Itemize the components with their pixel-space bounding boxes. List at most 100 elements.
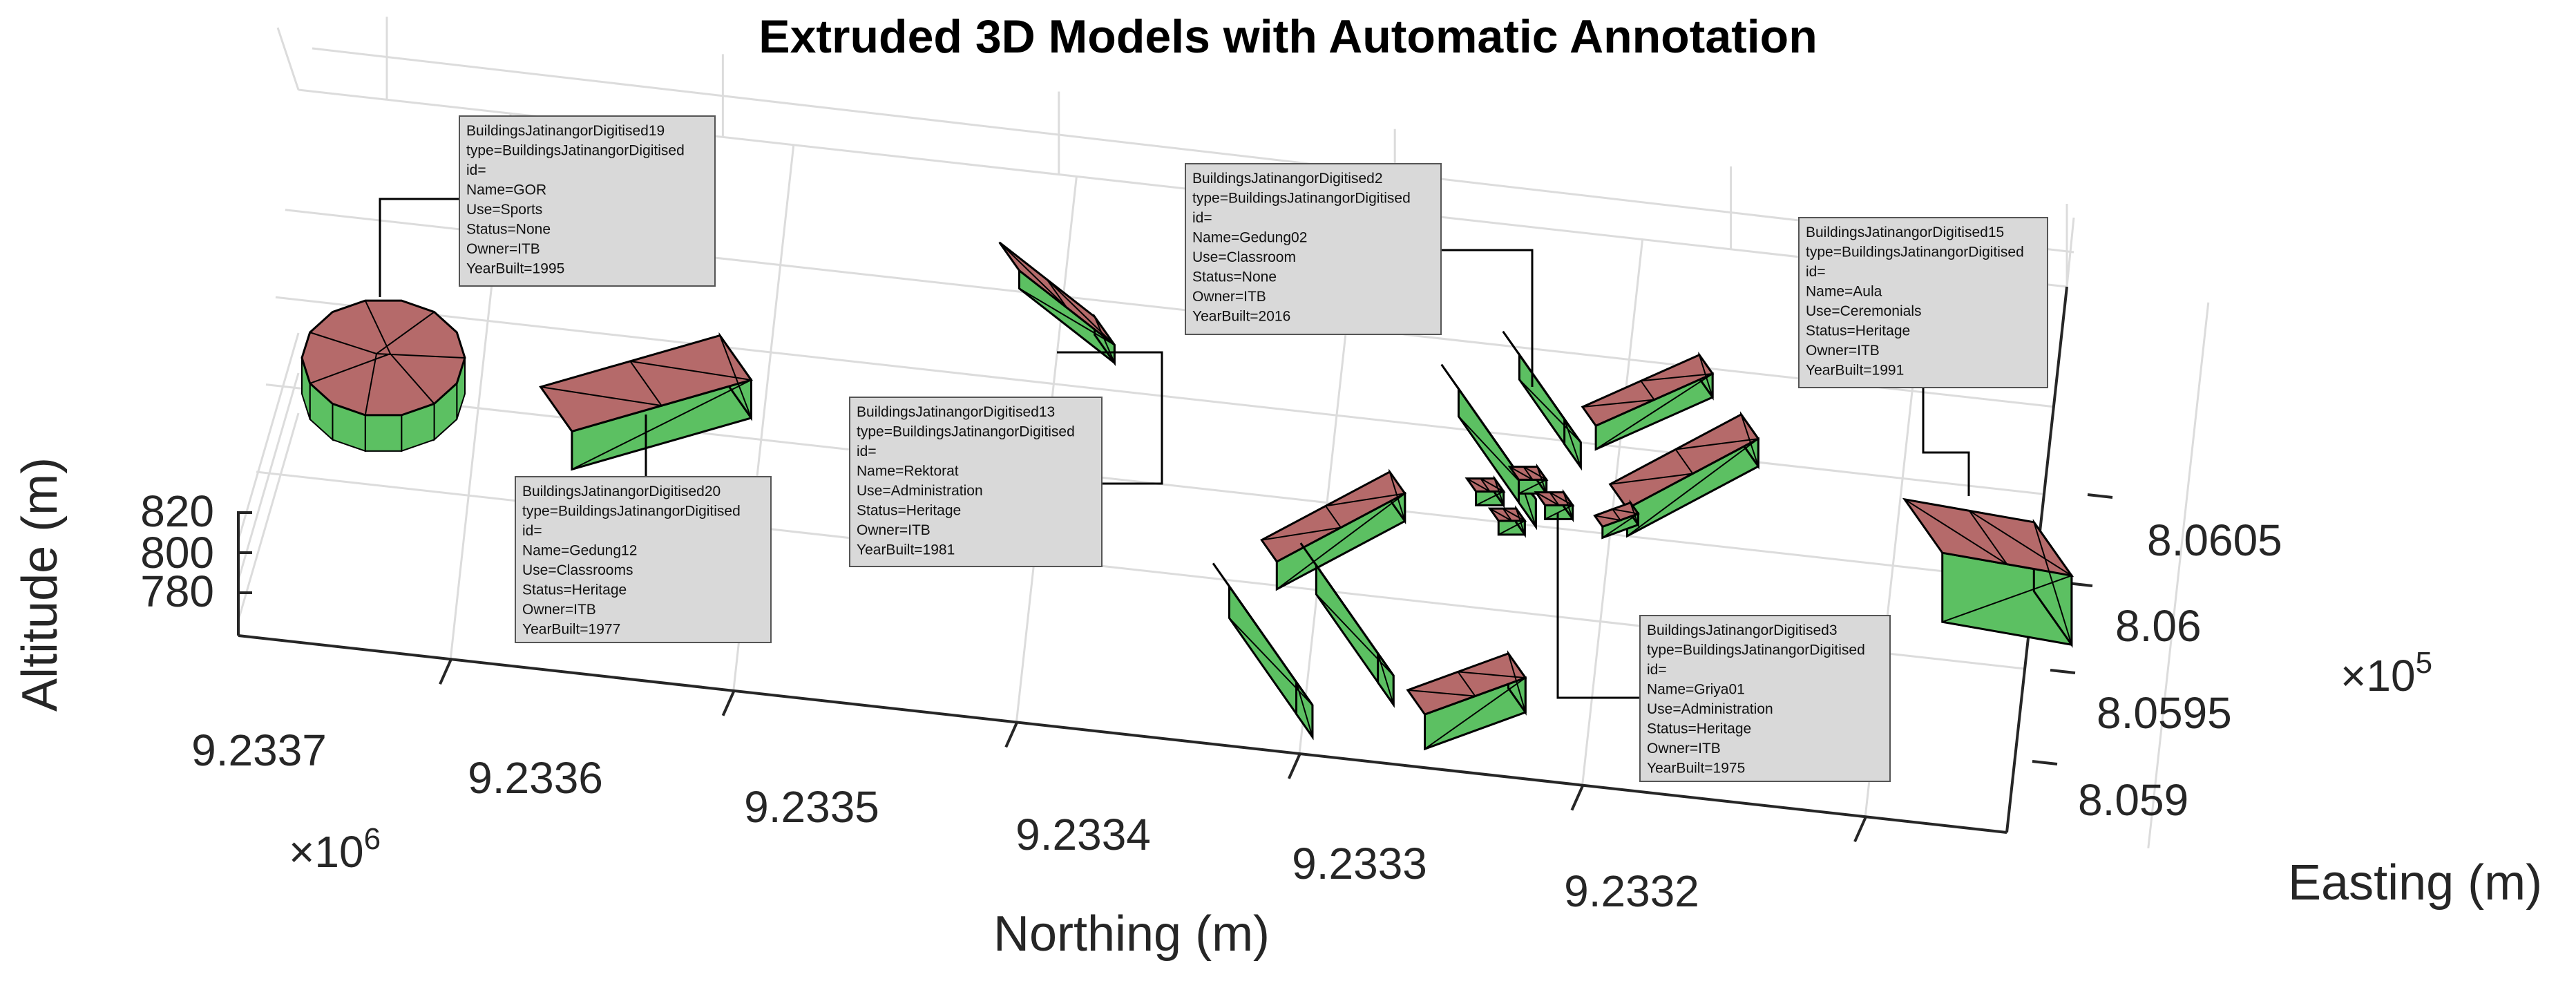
annotation-line: Name=GOR xyxy=(466,182,546,198)
building xyxy=(1212,562,1314,741)
annotation-line: Status=None xyxy=(466,222,551,238)
annotation-line: Status=Heritage xyxy=(1806,323,1910,339)
annotation-line: YearBuilt=1981 xyxy=(857,542,955,558)
x-tick-mark xyxy=(1004,721,1019,748)
annotation-line: Owner=ITB xyxy=(1806,343,1880,359)
building-mesh xyxy=(1595,354,1714,450)
z-tick-label: 800 xyxy=(140,528,214,578)
annotation-line: id= xyxy=(857,444,877,459)
annotation-leaders xyxy=(379,198,1970,699)
annotation-leader xyxy=(1556,513,1640,699)
building-mesh xyxy=(390,353,435,405)
annotation-line: YearBuilt=1995 xyxy=(466,261,564,277)
z-axis-label: Altitude (m) xyxy=(12,457,68,712)
annotation-line: BuildingsJatinangorDigitised13 xyxy=(857,404,1055,420)
y-tick-label: 8.0595 xyxy=(2097,688,2232,738)
x-tick-label: 9.2332 xyxy=(1564,866,1699,916)
building-mesh xyxy=(1407,671,1526,697)
building-mesh xyxy=(1466,477,1505,493)
annotation-line: BuildingsJatinangorDigitised19 xyxy=(466,123,665,139)
annotation-line: Status=Heritage xyxy=(1647,721,1751,737)
annotation-line: Name=Gedung02 xyxy=(1192,230,1307,246)
building-mesh xyxy=(364,300,391,354)
building-mesh xyxy=(1610,438,1759,485)
building-mesh xyxy=(1502,331,1582,443)
grid-line xyxy=(237,372,300,581)
building xyxy=(1534,488,1575,523)
building-mesh xyxy=(1518,379,1582,468)
annotation-line: YearBuilt=1975 xyxy=(1647,761,1745,777)
building xyxy=(1507,463,1549,497)
annotation-boxes: BuildingsJatinangorDigitised19 type=Build… xyxy=(459,115,2048,782)
y-axis-label: Easting (m) xyxy=(2288,855,2542,911)
annotation-line: Owner=ITB xyxy=(522,602,596,618)
building xyxy=(1464,475,1506,509)
building-mesh xyxy=(309,353,391,384)
building xyxy=(1902,497,2074,648)
x-tick-label: 9.2336 xyxy=(468,753,603,803)
grid-line xyxy=(276,27,300,91)
annotation-line: type=BuildingsJatinangorDigitised xyxy=(1647,642,1865,658)
building xyxy=(1502,330,1582,471)
building xyxy=(1593,499,1640,540)
annotation-line: Status=None xyxy=(1192,269,1277,285)
grid-line xyxy=(312,47,2074,254)
annotation-line: id= xyxy=(522,523,542,539)
chart-title: Extruded 3D Models with Automatic Annota… xyxy=(759,10,1817,63)
annotation-leader xyxy=(1922,388,1970,496)
annotation-line: Use=Ceremonials xyxy=(1806,303,1922,319)
x-tick-mark xyxy=(1570,784,1585,811)
building-mesh xyxy=(1602,502,1639,539)
x-axis-line xyxy=(238,634,2007,834)
x-axis-label: Northing (m) xyxy=(993,906,1270,962)
annotation-box xyxy=(1798,217,2048,388)
annotation-line: BuildingsJatinangorDigitised3 xyxy=(1647,622,1838,638)
building-roof xyxy=(300,299,466,417)
annotation-line: Name=Rektorat xyxy=(857,464,959,479)
x-tick-mark xyxy=(1853,816,1867,843)
grid-line xyxy=(237,332,300,541)
annotation-line: id= xyxy=(1806,264,1826,280)
annotation-line: type=BuildingsJatinangorDigitised xyxy=(1806,245,2024,260)
annotation-callout: BuildingsJatinangorDigitised15type=Build… xyxy=(1798,217,2048,388)
y-tick-mark xyxy=(2032,760,2058,765)
annotation-line: Status=Heritage xyxy=(857,503,961,519)
y-tick-label: 8.0605 xyxy=(2147,515,2282,565)
building-mesh xyxy=(1440,364,1537,499)
building-mesh xyxy=(1509,466,1547,481)
annotation-line: Name=Aula xyxy=(1806,284,1882,300)
building-mesh xyxy=(1545,492,1574,520)
annotation-line: Use=Administration xyxy=(1647,701,1773,717)
building-mesh xyxy=(1498,508,1526,535)
building xyxy=(1440,363,1537,531)
x-tick-label: 9.2335 xyxy=(744,782,879,832)
annotation-line: Use=Classroom xyxy=(1192,249,1296,265)
annotation-leader xyxy=(379,198,459,297)
y-exponent-label: ×105 xyxy=(2340,646,2432,701)
annotation-line: Owner=ITB xyxy=(857,522,931,538)
annotation-box xyxy=(1185,163,1442,335)
annotation-box xyxy=(1639,615,1891,782)
building-mesh xyxy=(1594,508,1639,522)
annotation-callout: BuildingsJatinangorDigitised2type=Buildi… xyxy=(1185,163,1442,335)
building-mesh xyxy=(1626,414,1759,537)
y-tick-label: 8.059 xyxy=(2078,775,2188,825)
x-exponent-power: 6 xyxy=(364,822,381,856)
annotation-line: Name=Griya01 xyxy=(1647,682,1745,698)
annotation-callout: BuildingsJatinangorDigitised19type=Build… xyxy=(459,115,716,287)
building-mesh xyxy=(1476,478,1505,506)
building xyxy=(1581,351,1715,451)
building-mesh xyxy=(571,335,752,470)
building-mesh xyxy=(1424,653,1527,750)
building-mesh xyxy=(309,332,377,354)
annotation-callout: BuildingsJatinangorDigitised13type=Build… xyxy=(849,397,1103,567)
annotation-line: Use=Sports xyxy=(466,202,542,218)
z-tick-label: 820 xyxy=(140,486,214,536)
building-mesh xyxy=(1212,562,1313,706)
y-tick-mark xyxy=(2050,669,2076,674)
annotation-line: YearBuilt=1977 xyxy=(522,622,620,638)
building xyxy=(1299,542,1395,708)
annotation-box xyxy=(515,476,772,643)
building xyxy=(1487,505,1527,538)
